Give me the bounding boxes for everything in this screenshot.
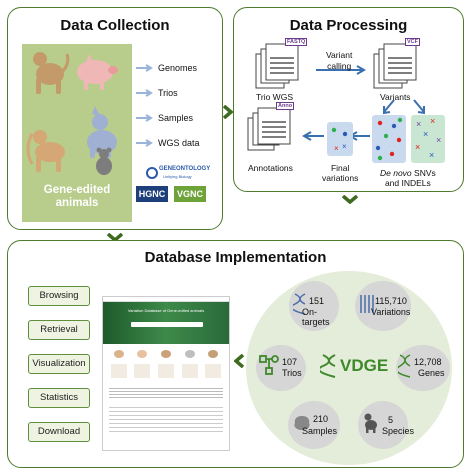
nav-browsing[interactable]: Browsing [28, 286, 90, 306]
nav-download[interactable]: Download [28, 422, 90, 442]
caption-line-2: animals [55, 197, 99, 209]
denovo-panel-left [372, 115, 406, 163]
final-variations-label: Final variations [322, 163, 359, 183]
trio-wgs-label: Trio WGS [256, 92, 293, 102]
data-collection-panel: Data Collection [7, 7, 223, 230]
species-thumb [137, 350, 148, 358]
arrow-right-icon [136, 139, 153, 147]
species-card [110, 364, 127, 378]
site-footer [109, 404, 223, 434]
vdge-logo: VDGE [320, 354, 388, 378]
svg-text:×: × [430, 116, 435, 126]
data-processing-panel: Data Processing [233, 7, 464, 192]
anno-doc-icon [247, 107, 291, 151]
vcf-tag: VCF [405, 38, 420, 46]
svg-text:×: × [416, 119, 421, 129]
stat-variations: 115,710 Variations [355, 281, 411, 331]
svg-text:×: × [429, 150, 434, 160]
processing-diagram: × × × × × × × × [247, 43, 445, 163]
chevron-right-icon [223, 105, 233, 119]
stat-on-targets: 151 On-targets [289, 281, 339, 331]
dna-icon [293, 293, 306, 315]
arrow-down-left-icon [383, 99, 395, 115]
svg-text:×: × [334, 144, 339, 153]
species-card [134, 364, 151, 378]
stat-samples: 210 Samples [288, 401, 340, 449]
monkey-icon [33, 52, 70, 94]
brain-icon [294, 416, 310, 430]
arrow-down-right-icon [413, 99, 425, 115]
vdge-dna-icon [320, 354, 336, 378]
site-hero: Variation Database of Gene-edited animal… [103, 302, 229, 344]
arrow-left-icon [301, 131, 324, 141]
rat-icon [96, 147, 112, 175]
variants-label: Variants [380, 92, 411, 102]
data-collection-title: Data Collection [60, 17, 170, 34]
denovo-panel-right: × × × × × × [411, 115, 445, 163]
annotations-label: Annotations [248, 163, 293, 173]
stat-species: 5 Species [358, 401, 414, 449]
nav-visualization[interactable]: Visualization [28, 354, 90, 374]
data-processing-title: Data Processing [289, 17, 408, 34]
hgnc-logo: HGNC [136, 186, 168, 202]
species-thumb [113, 350, 124, 358]
svg-text:×: × [423, 129, 428, 139]
chevron-down-icon [342, 195, 358, 204]
vdge-logo-text: VDGE [340, 356, 389, 375]
vcf-doc-icon [373, 43, 417, 89]
caption-line-1: Gene-edited [43, 184, 111, 196]
site-species-row [103, 344, 229, 360]
species-thumb [184, 350, 195, 358]
species-card [157, 364, 174, 378]
site-text-block [109, 386, 223, 400]
go-circle-icon [146, 167, 158, 179]
svg-text:×: × [342, 142, 347, 151]
collection-item-trios: Trios [136, 88, 178, 98]
animals-illustration [26, 52, 118, 175]
bars-icon [360, 295, 374, 313]
fastq-tag: FASTQ [285, 38, 308, 46]
collection-item-genomes: Genomes [136, 63, 197, 73]
gene-edited-caption: Gene-edited animals [22, 184, 132, 210]
arrow-right-icon [136, 89, 153, 97]
fastq-doc-icon [255, 43, 299, 89]
arrow-right-icon [136, 64, 153, 72]
site-header-title: Variation Database of Gene-edited animal… [127, 308, 205, 313]
final-variations-panel: × × [327, 122, 353, 156]
species-thumb [208, 350, 219, 358]
chevron-left-icon [234, 354, 244, 368]
site-nav-bar [103, 297, 229, 302]
gene-icon [398, 354, 411, 378]
nav-statistics[interactable]: Statistics [28, 388, 90, 408]
collection-item-samples: Samples [136, 113, 193, 123]
denovo-label: De novo SNVs and INDELs [380, 168, 436, 188]
collection-item-wgs: WGS data [136, 138, 200, 148]
variant-calling-label: Variant calling [326, 50, 353, 71]
svg-text:×: × [415, 142, 420, 152]
stat-genes: 12,708 Genes [396, 345, 450, 391]
arrow-right-icon [136, 114, 153, 122]
database-implementation-title: Database Implementation [144, 249, 327, 266]
species-thumb [160, 350, 171, 358]
stat-trios: 107 Trios [256, 345, 306, 391]
anno-tag: Anno [276, 102, 295, 110]
monkey-icon [364, 413, 377, 433]
geneontology-logo: GENEONTOLOGY Unifying Biology [146, 166, 210, 182]
arrow-right-icon [316, 65, 367, 75]
species-card [181, 364, 198, 378]
site-search-bar[interactable] [131, 322, 203, 327]
database-implementation-panel: Database Implementation Browsing Retriev… [7, 240, 464, 468]
species-card [205, 364, 222, 378]
website-screenshot: Variation Database of Gene-edited animal… [102, 296, 230, 451]
vgnc-logo: VGNC [174, 186, 206, 202]
pig-icon [77, 54, 118, 90]
nav-retrieval[interactable]: Retrieval [28, 320, 90, 340]
macaque-icon [26, 130, 65, 172]
site-species-cards [103, 360, 229, 382]
trio-icon [259, 355, 279, 375]
svg-text:×: × [436, 135, 441, 145]
